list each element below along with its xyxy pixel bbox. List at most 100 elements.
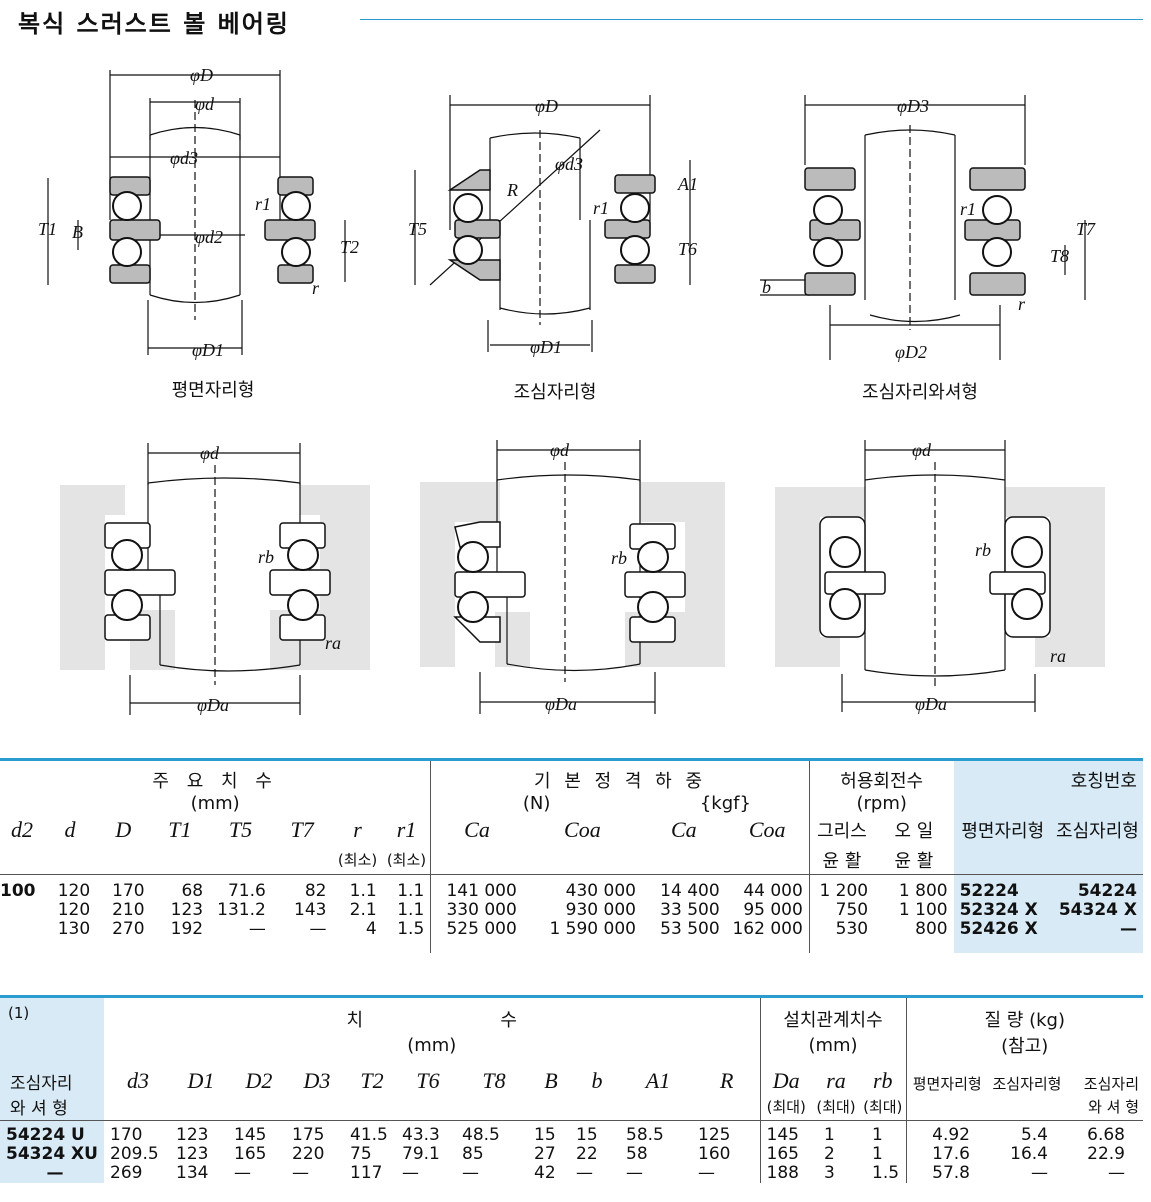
col-code-2: 와 셔 형: [0, 1094, 104, 1121]
label-phiDa: φDa: [545, 694, 577, 714]
label-phiD2: φD2: [895, 342, 927, 362]
table-cell: 117: [350, 1163, 383, 1183]
table-cell: 1 100: [898, 900, 948, 920]
table-cell: 57.8: [905, 1164, 988, 1183]
dimension-table-1: 주 요 치 수 기 본 정 격 하 중 허용회전수 호칭번호 (mm) (N) …: [0, 758, 1143, 953]
cell-d2: [0, 920, 44, 939]
table-cell: 430 000: [565, 881, 636, 901]
table-cell: 5.4: [1020, 1125, 1048, 1145]
table-cell: 3: [824, 1163, 835, 1183]
table-cell: —: [309, 919, 327, 939]
table-cell: 54324 X: [1051, 901, 1143, 920]
col-oil-2: 윤 활: [874, 846, 954, 875]
load-unit-kgf: {kgf}: [699, 793, 751, 814]
table-cell: 1: [872, 1125, 883, 1145]
col-D3: D3: [303, 1068, 331, 1093]
label-phid: φd: [195, 94, 215, 114]
col-Ca-kgf: Ca: [670, 817, 697, 842]
table-cell: 530: [808, 920, 875, 939]
table-cell: 52324 X: [953, 901, 1052, 920]
col-B: B: [544, 1068, 558, 1093]
table-cell: 14 400: [660, 881, 720, 901]
table-cell: 44 000: [743, 881, 803, 901]
label-r1: r1: [593, 198, 609, 218]
table-cell: 800: [915, 919, 948, 939]
group-dims-unit: (mm): [407, 1034, 457, 1056]
col-align: 조심자리형: [1051, 814, 1143, 846]
table-cell: —: [1051, 920, 1143, 939]
table-cell: 123: [176, 1144, 209, 1164]
speed-unit: (rpm): [808, 793, 954, 814]
label-T8: T8: [1050, 246, 1069, 266]
table-cell: 48.5: [462, 1125, 500, 1145]
col-r-min: (최소): [332, 846, 383, 875]
table-cell: 6.68: [1087, 1125, 1125, 1145]
table-cell: —: [626, 1163, 643, 1183]
table-cell: 53 500: [660, 919, 720, 939]
table-cell: 134: [176, 1163, 209, 1183]
table-cell: 15: [576, 1125, 598, 1145]
label-rb: rb: [611, 548, 627, 568]
table-cell: 22: [576, 1144, 598, 1164]
col-ra: ra: [826, 1068, 846, 1093]
table-cell: 85: [462, 1144, 484, 1164]
label-phiDa: φDa: [915, 694, 947, 714]
table-cell: 1.1: [349, 881, 377, 901]
col-mass-flat: 평면자리형: [905, 1058, 988, 1094]
cell-d2: [0, 901, 44, 920]
table-cell: 120: [57, 881, 91, 901]
table-cell: 123: [170, 900, 204, 920]
table-cell: 145: [234, 1125, 267, 1145]
table-cell: 188: [759, 1164, 812, 1183]
label-phiD1: φD1: [192, 340, 224, 360]
table-cell: 131.2: [217, 900, 266, 920]
caption-aligning-washer: 조심자리와셔형: [862, 382, 978, 403]
table-cell: 160: [698, 1144, 731, 1164]
table-cell: 930 000: [565, 900, 636, 920]
cell-code: 54324 XU: [0, 1145, 104, 1164]
col-r: r: [353, 817, 362, 842]
table-cell: 42: [534, 1163, 556, 1183]
diagram-mount-washer: φd rb ra φDa: [775, 440, 1105, 714]
diagram-aligning-washer: φD3 r1 T7 T8 b r φD2: [760, 95, 1096, 362]
col-D2: D2: [245, 1068, 273, 1093]
title-rule: [360, 19, 1143, 20]
col-Coa: Coa: [564, 817, 601, 842]
group-mass: 질 량 (kg): [905, 996, 1143, 1032]
diagram-mount-flat: φd rb ra φDa: [60, 443, 370, 715]
table-cell: 1 200: [808, 882, 875, 901]
table-cell: 123: [176, 1125, 209, 1145]
table-cell: 209.5: [110, 1144, 159, 1164]
group-install: 설치관계치수: [759, 996, 906, 1032]
col-d2: d2: [10, 817, 33, 842]
label-phiD3: φD3: [897, 96, 929, 116]
label-phid3: φd3: [170, 148, 198, 168]
label-ra: ra: [1050, 646, 1066, 666]
col-d3: d3: [127, 1068, 149, 1093]
table-cell: 1.1: [397, 900, 425, 920]
label-r1: r1: [960, 199, 976, 219]
label-phid: φd: [912, 440, 932, 460]
col-r1: r1: [396, 817, 417, 842]
table-cell: 52426 X: [953, 920, 1052, 939]
table-cell: —: [698, 1163, 715, 1183]
group-main-unit: (mm): [190, 793, 240, 814]
table-cell: 141 000: [430, 882, 523, 901]
table-cell: 1: [824, 1125, 835, 1145]
table-cell: 68: [181, 881, 204, 901]
label-b: b: [762, 277, 771, 297]
table-cell: 95 000: [743, 900, 803, 920]
table-cell: —: [234, 1163, 251, 1183]
table-cell: 170: [112, 881, 145, 901]
table-cell: 1.1: [397, 881, 425, 901]
table-cell: 145: [759, 1126, 812, 1145]
table-cell: —: [1108, 1163, 1125, 1183]
col-grease: 그리스: [808, 814, 875, 846]
table-cell: 175: [292, 1125, 325, 1145]
diagram-flat-seat: φD φd φd3 T1 B r1 φd2 T2 r φD1: [38, 65, 359, 360]
table-cell: 143: [294, 900, 327, 920]
label-T6: T6: [678, 239, 697, 259]
